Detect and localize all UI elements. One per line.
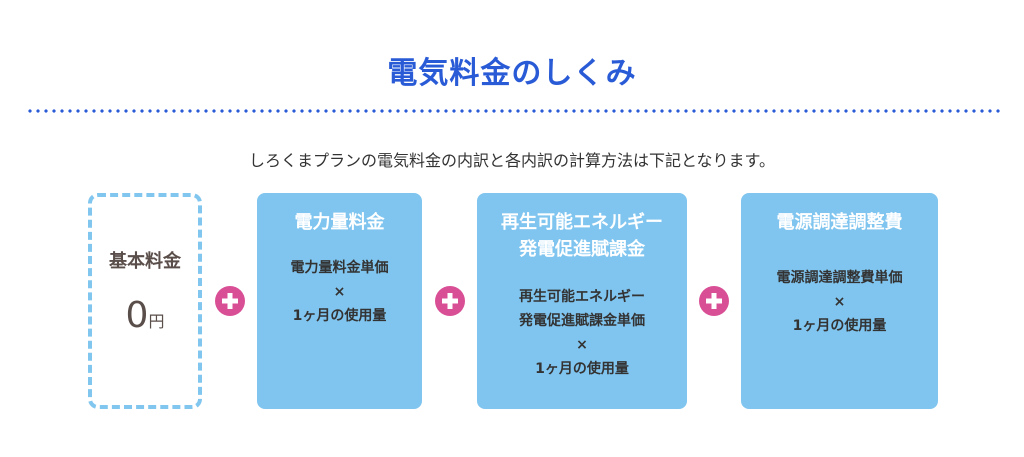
- card-formula: 電源調達調整費単価 × 1ヶ月の使用量: [741, 266, 938, 338]
- card-title-line: 再生可能エネルギー: [501, 212, 663, 233]
- formula-line: 電源調達調整費単価: [776, 270, 903, 286]
- page-title: 電気料金のしくみ: [387, 56, 637, 91]
- procurement-adjustment-card: 電源調達調整費 電源調達調整費単価 × 1ヶ月の使用量: [741, 193, 938, 409]
- lead-text: しろくまプランの電気料金の内訳と各内訳の計算方法は下記となります。: [249, 151, 775, 170]
- formula-line: 再生可能エネルギー: [519, 289, 645, 305]
- card-title: 電源調達調整費: [776, 212, 903, 233]
- energy-charge-card: 電力量料金 電力量料金単価 × 1ヶ月の使用量: [257, 193, 422, 409]
- formula-line: 1ヶ月の使用量: [292, 308, 387, 324]
- formula-operator: ×: [833, 294, 846, 310]
- basic-fee-amount: 0: [125, 295, 149, 336]
- plus-icon: [215, 286, 245, 316]
- formula-line: 発電促進賦課金単価: [519, 313, 645, 329]
- formula-line: 1ヶ月の使用量: [792, 318, 887, 334]
- card-formula: 電力量料金単価 × 1ヶ月の使用量: [257, 256, 422, 328]
- plus-icon: [699, 286, 729, 316]
- basic-fee-value: 0円: [92, 295, 198, 336]
- plus-icon: [435, 286, 465, 316]
- formula-operator: ×: [333, 284, 346, 300]
- basic-fee-label: 基本料金: [109, 251, 181, 272]
- card-title: 電力量料金: [294, 212, 385, 233]
- renewable-levy-card: 再生可能エネルギー発電促進賦課金 再生可能エネルギー発電促進賦課金単価×1ヶ月の…: [477, 193, 687, 409]
- formula-operator: ×: [576, 337, 588, 353]
- card-title-line: 発電促進賦課金: [519, 239, 645, 260]
- formula-line: 電力量料金単価: [290, 260, 389, 276]
- basic-fee-unit: 円: [148, 312, 165, 331]
- formula-line: 1ヶ月の使用量: [535, 361, 629, 377]
- card-title: 再生可能エネルギー発電促進賦課金: [477, 209, 687, 263]
- basic-fee-card: 基本料金 0円: [88, 193, 202, 409]
- card-formula: 再生可能エネルギー発電促進賦課金単価 × 1ヶ月の使用量: [477, 285, 687, 381]
- dotted-divider: [26, 109, 1002, 113]
